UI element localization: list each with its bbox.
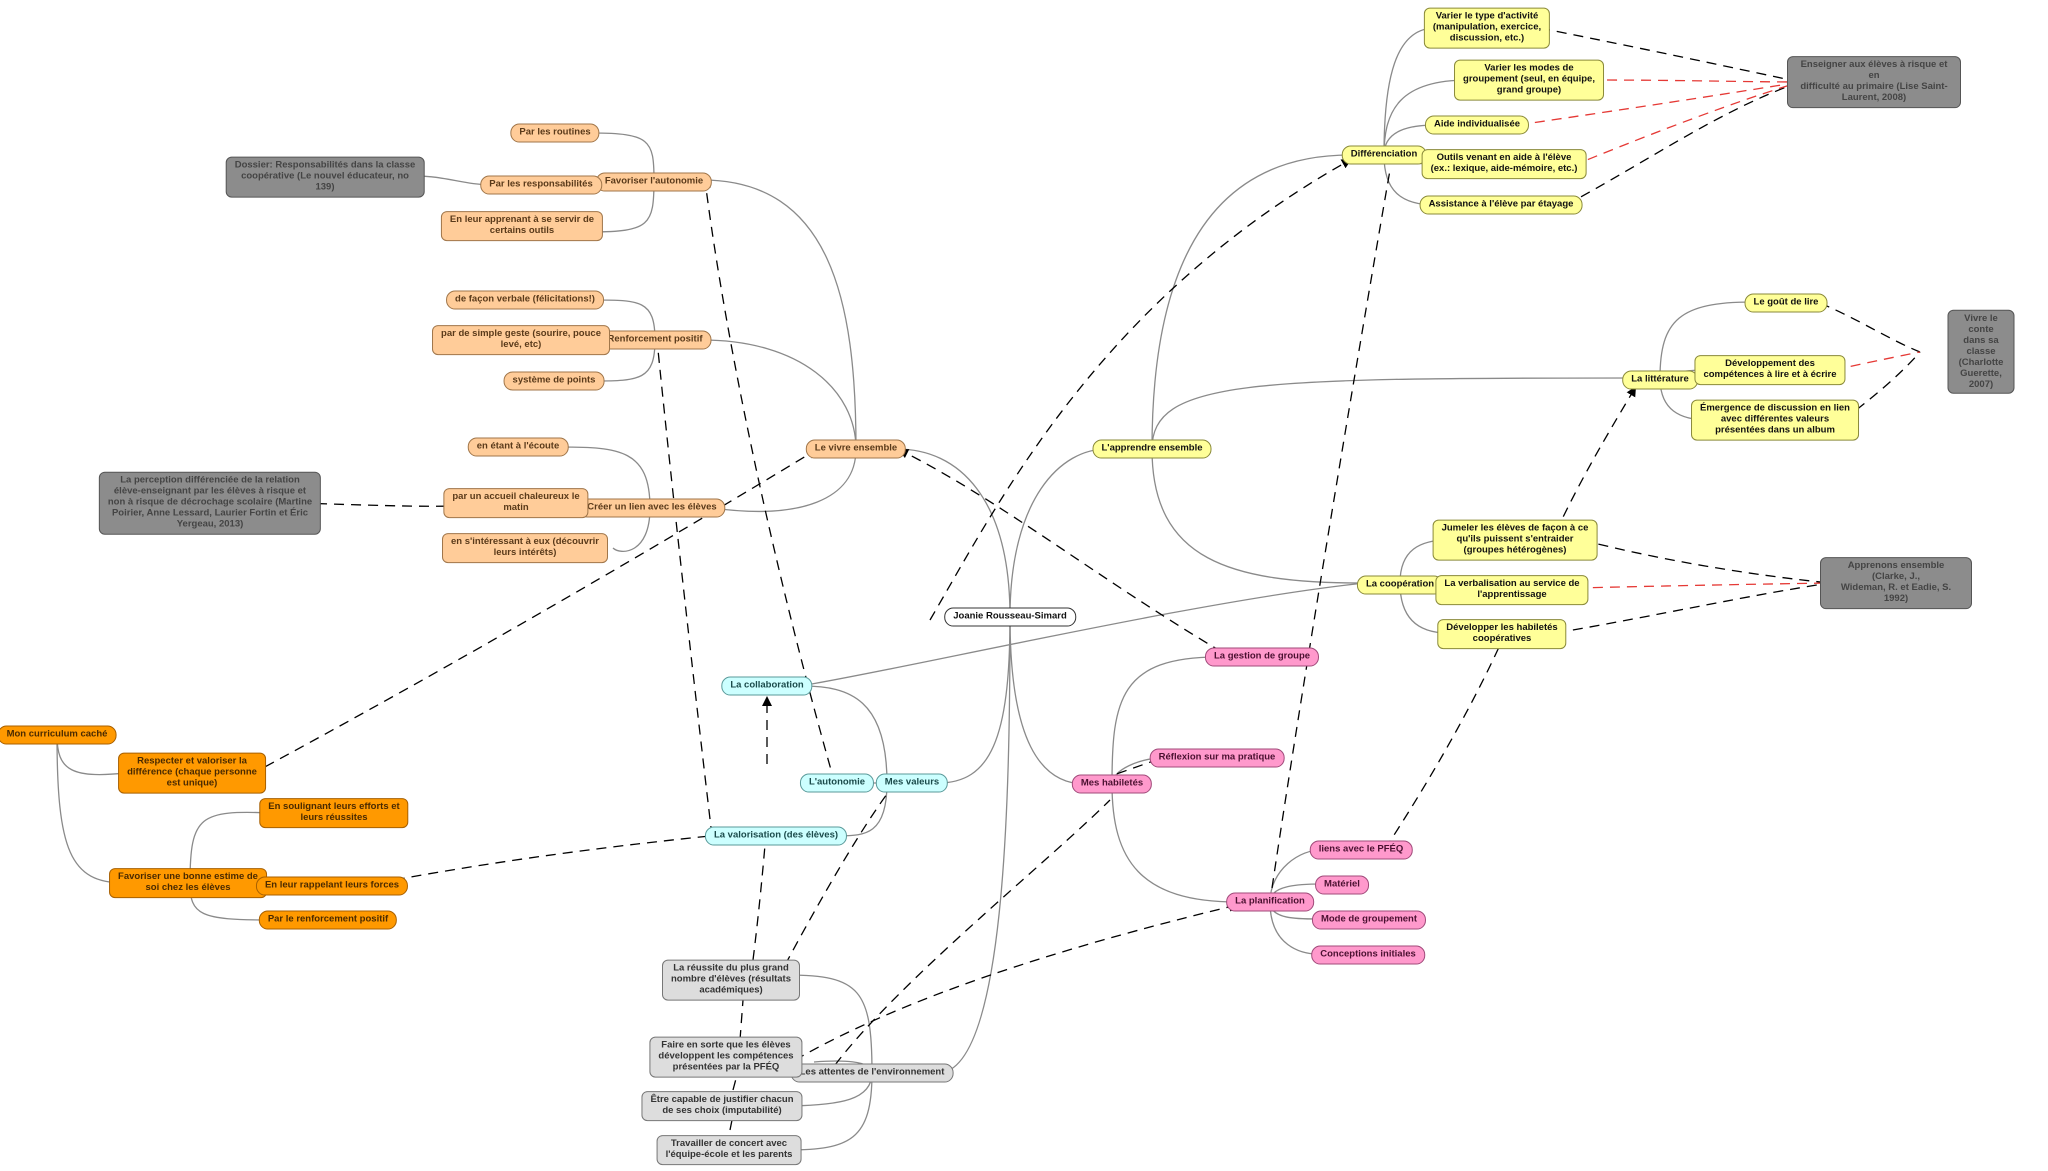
node-diff-aide-individualisee[interactable]: Aide individualisée [1424, 115, 1530, 135]
node-lien-ecoute[interactable]: en étant à l'écoute [467, 437, 569, 457]
node-renf-points[interactable]: système de points [503, 371, 605, 391]
node-att-competences[interactable]: Faire en sorte que les élèves développen… [649, 1036, 803, 1078]
node-auto-routines[interactable]: Par les routines [510, 123, 600, 143]
node-attentes-environnement[interactable]: Les attentes de l'environnement [790, 1063, 954, 1083]
node-litterature[interactable]: La littérature [1622, 370, 1698, 390]
node-diff-type-activite[interactable]: Varier le type d'activité (manipulation,… [1423, 7, 1551, 49]
node-renf-geste[interactable]: par de simple geste (sourire, pouce levé… [432, 325, 610, 355]
node-diff-etayage[interactable]: Assistance à l'élève par étayage [1419, 195, 1583, 215]
node-apprendre-ensemble[interactable]: L'apprendre ensemble [1092, 439, 1212, 459]
node-creer-lien[interactable]: Créer un lien avec les élèves [578, 498, 726, 518]
node-ref-nouvel-educateur[interactable]: Dossier: Responsabilités dans la classe … [225, 156, 425, 198]
node-est-renforcement[interactable]: Par le renforcement positif [258, 910, 398, 930]
node-renf-verbale[interactable]: de façon verbale (félicitations!) [446, 290, 604, 310]
node-differenciation[interactable]: Différenciation [1341, 145, 1427, 165]
node-gestion-groupe[interactable]: La gestion de groupe [1204, 647, 1320, 667]
node-coop-habiletes[interactable]: Développer les habiletés coopératives [1437, 619, 1567, 649]
node-root[interactable]: Joanie Rousseau-Simard [944, 607, 1076, 627]
node-autonomie[interactable]: L'autonomie [799, 773, 875, 793]
node-curr-difference[interactable]: Respecter et valoriser la différence (ch… [118, 752, 266, 794]
node-ref-clarke[interactable]: Apprenons ensemble (Clarke, J., Wideman,… [1820, 557, 1972, 609]
node-planif-pfeq[interactable]: liens avec le PFÉQ [1309, 840, 1413, 860]
node-lien-accueil[interactable]: par un accueil chaleureux le matin [443, 488, 589, 518]
node-reflexion-pratique[interactable]: Réflexion sur ma pratique [1149, 748, 1285, 768]
link-root-attentes [937, 616, 1011, 1074]
node-coop-jumeler[interactable]: Jumeler les élèves de façon à ce qu'ils … [1432, 519, 1598, 561]
link-root-vivre [894, 448, 1011, 618]
node-renforcement-positif[interactable]: Renforcement positif [598, 330, 712, 350]
node-collaboration[interactable]: La collaboration [721, 676, 813, 696]
node-att-reussite[interactable]: La réussite du plus grand nombre d'élève… [662, 959, 800, 1001]
node-litt-gout-de-lire[interactable]: Le goût de lire [1744, 293, 1828, 313]
node-planif-materiel[interactable]: Matériel [1315, 875, 1369, 895]
node-curriculum-cache[interactable]: Mon curriculum caché [0, 725, 117, 745]
node-ref-guerette[interactable]: Vivre le conte dans sa classe (Charlotte… [1947, 309, 2015, 395]
node-diff-modes-groupement[interactable]: Varier les modes de groupement (seul, en… [1454, 59, 1604, 101]
node-ref-saint-laurent[interactable]: Enseigner aux élèves à risque et en diff… [1787, 56, 1961, 108]
node-planification[interactable]: La planification [1226, 892, 1314, 912]
node-auto-responsabilites[interactable]: Par les responsabilités [480, 175, 602, 195]
node-mes-valeurs[interactable]: Mes valeurs [875, 773, 949, 793]
node-planif-conceptions[interactable]: Conceptions initiales [1311, 945, 1425, 965]
node-curr-estime[interactable]: Favoriser une bonne estime de soi chez l… [109, 868, 267, 898]
link-root-habiletes [1009, 616, 1086, 785]
node-lien-interets[interactable]: en s'intéressant à eux (découvrir leurs … [442, 533, 608, 563]
node-est-forces[interactable]: En leur rappelant leurs forces [255, 876, 409, 896]
node-ref-poirier[interactable]: La perception différenciée de la relatio… [98, 471, 322, 535]
node-est-efforts[interactable]: En soulignant leurs efforts et leurs réu… [259, 798, 409, 828]
node-att-imputabilite[interactable]: Être capable de justifier chacun de ses … [641, 1091, 803, 1121]
node-diff-outils[interactable]: Outils venant en aide à l'élève (ex.: le… [1421, 149, 1587, 179]
link-root-valeurs [937, 616, 1011, 784]
node-auto-outils[interactable]: En leur apprenant à se servir de certain… [440, 211, 604, 241]
node-litt-competences[interactable]: Développement des compétences à lire et … [1694, 355, 1846, 385]
node-att-equipe-ecole[interactable]: Travailler de concert avec l'équipe-écol… [656, 1135, 802, 1165]
node-valorisation[interactable]: La valorisation (des élèves) [704, 826, 848, 846]
node-coop-verbalisation[interactable]: La verbalisation au service de l'apprent… [1435, 575, 1589, 605]
node-favoriser-autonomie[interactable]: Favoriser l'autonomie [595, 172, 713, 192]
link-root-apprendre [1009, 448, 1109, 618]
node-cooperation[interactable]: La coopération [1356, 575, 1444, 595]
node-litt-discussion[interactable]: Émergence de discussion en lien avec dif… [1691, 399, 1859, 441]
node-planif-groupement[interactable]: Mode de groupement [1311, 910, 1427, 930]
node-vivre-ensemble[interactable]: Le vivre ensemble [805, 439, 907, 459]
node-mes-habiletes[interactable]: Mes habiletés [1071, 774, 1153, 794]
